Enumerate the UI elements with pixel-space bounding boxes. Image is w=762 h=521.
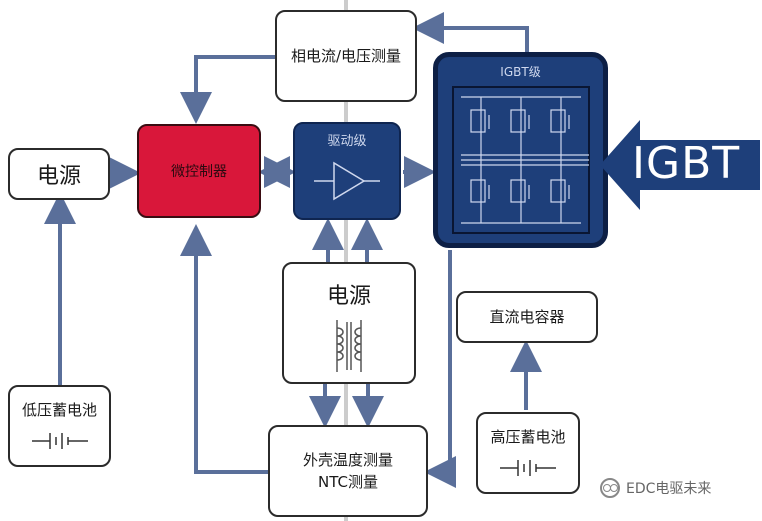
microcontroller-label: 微控制器 — [171, 164, 227, 180]
temperature-measurement-label-1: 外壳温度测量 — [302, 451, 393, 469]
driver-stage-label: 驱动级 — [327, 134, 367, 149]
battery-icon — [500, 460, 556, 476]
arrow-temp-to-mcu — [180, 224, 268, 474]
battery-icon — [31, 433, 88, 449]
wechat-icon — [600, 478, 620, 498]
dc-capacitor-label: 直流电容器 — [489, 308, 565, 326]
power-supply-center-box: 电源 — [282, 262, 416, 384]
low-voltage-battery-box: 低压蓄电池 — [8, 385, 111, 467]
power-supply-center-label: 电源 — [326, 284, 371, 309]
driver-stage-box: 驱动级 — [293, 122, 401, 220]
igbt-stage-box: IGBT级 — [433, 52, 608, 248]
high-voltage-battery-label: 高压蓄电池 — [490, 428, 566, 446]
igbt-stage-label: IGBT级 — [500, 65, 541, 79]
dc-capacitor-box: 直流电容器 — [456, 291, 598, 343]
low-voltage-battery-label: 低压蓄电池 — [21, 401, 97, 419]
arrow-igbt-to-temp — [424, 250, 456, 488]
watermark-text: EDC电驱未来 — [626, 481, 712, 497]
power-supply-left-box: 电源 — [8, 148, 110, 200]
igbt-bridge-icon — [452, 86, 590, 234]
amplifier-icon — [314, 161, 380, 201]
phase-measurement-label: 相电流/电压测量 — [290, 47, 402, 65]
transformer-icon — [336, 320, 362, 372]
high-voltage-battery-box: 高压蓄电池 — [476, 412, 580, 494]
arrow-igbt-to-phase — [412, 12, 529, 52]
igbt-arrow-icon — [600, 120, 760, 210]
temperature-measurement-box: 外壳温度测量 NTC测量 — [268, 425, 428, 517]
phase-measurement-box: 相电流/电压测量 — [275, 10, 417, 102]
arrow-phase-to-mcu — [180, 55, 275, 124]
power-supply-left-label: 电源 — [36, 164, 81, 189]
igbt-big-label: IGBT — [632, 138, 741, 189]
watermark: EDC电驱未来 — [600, 478, 711, 498]
microcontroller-box: 微控制器 — [137, 124, 261, 218]
temperature-measurement-label-2: NTC测量 — [318, 473, 378, 491]
